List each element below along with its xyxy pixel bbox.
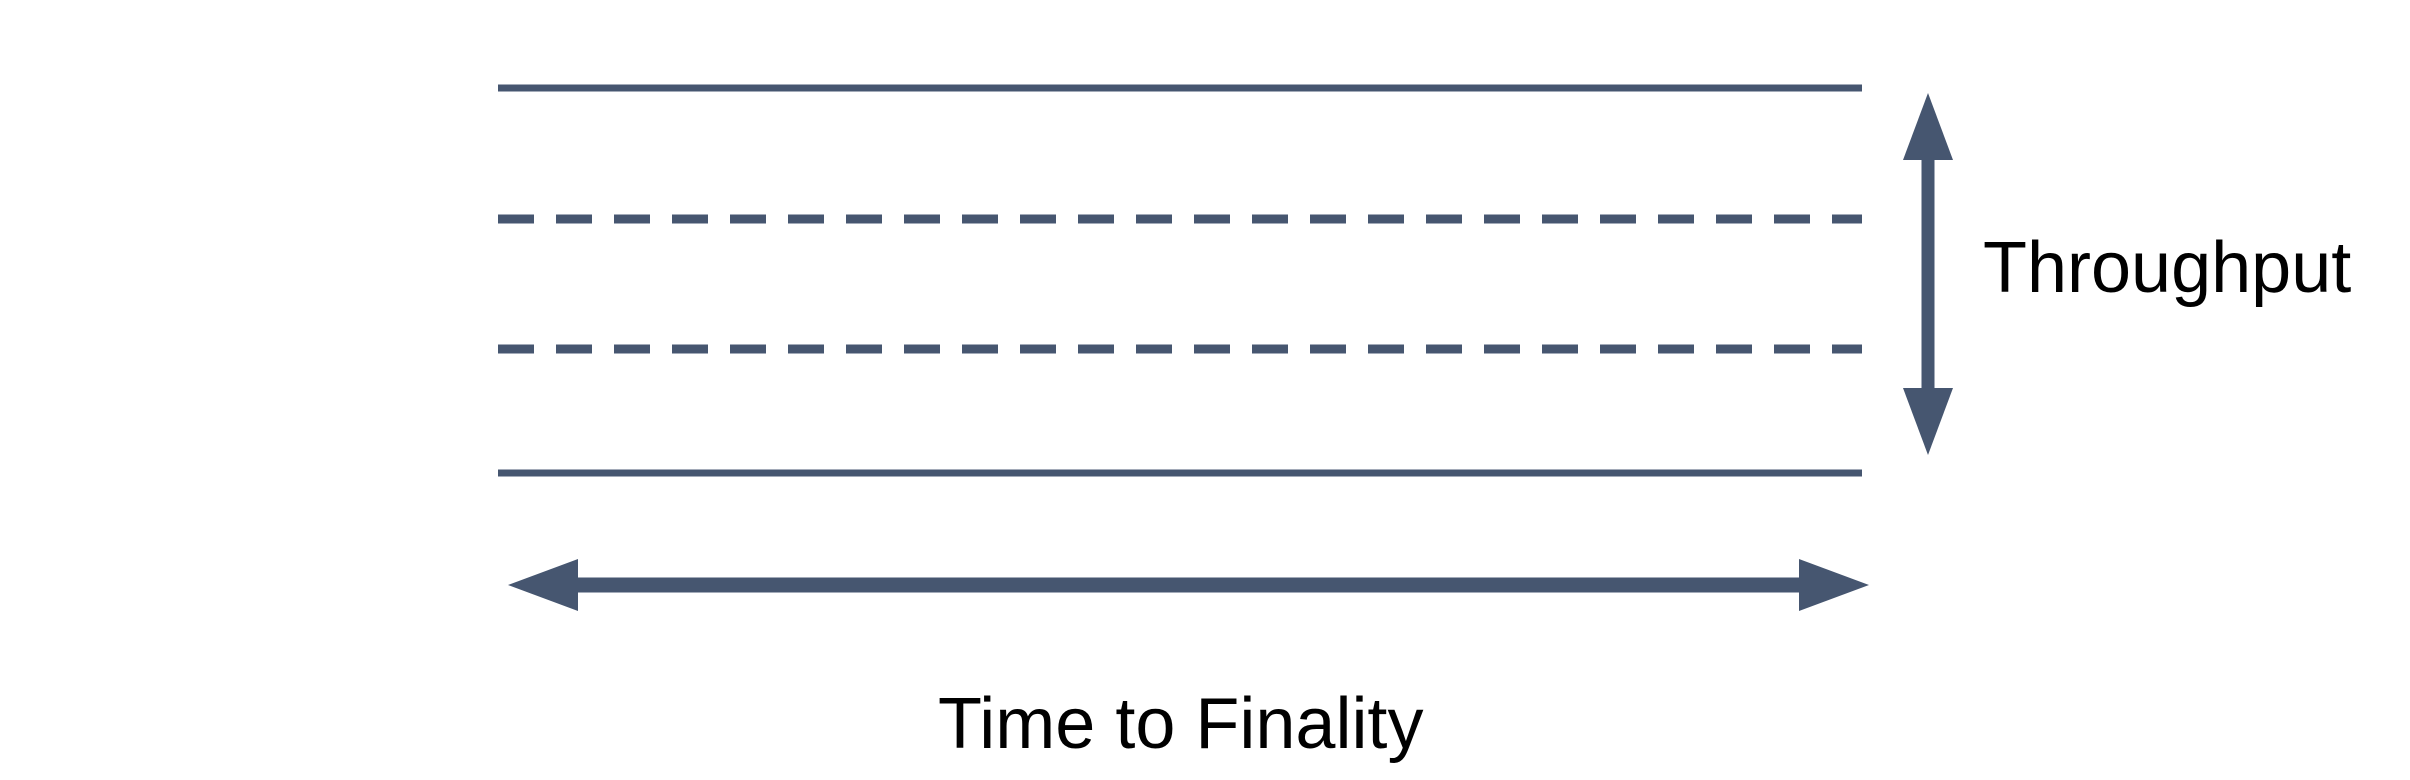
double-headed-vertical-arrow-icon — [1903, 93, 1953, 455]
double-headed-horizontal-arrow-icon — [508, 559, 1869, 611]
lane-lines-group — [498, 84, 1862, 477]
horizontal-arrow-head-right — [1799, 559, 1869, 611]
time-to-finality-axis-label: Time to Finality — [938, 684, 1424, 764]
vertical-arrow-head-up — [1903, 93, 1953, 160]
vertical-arrow-shaft — [1921, 150, 1935, 398]
throughput-axis-label: Throughput — [1983, 228, 2352, 308]
vertical-arrow-head-down — [1903, 388, 1953, 455]
horizontal-arrow-shaft — [570, 577, 1802, 593]
horizontal-arrow-head-left — [508, 559, 578, 611]
